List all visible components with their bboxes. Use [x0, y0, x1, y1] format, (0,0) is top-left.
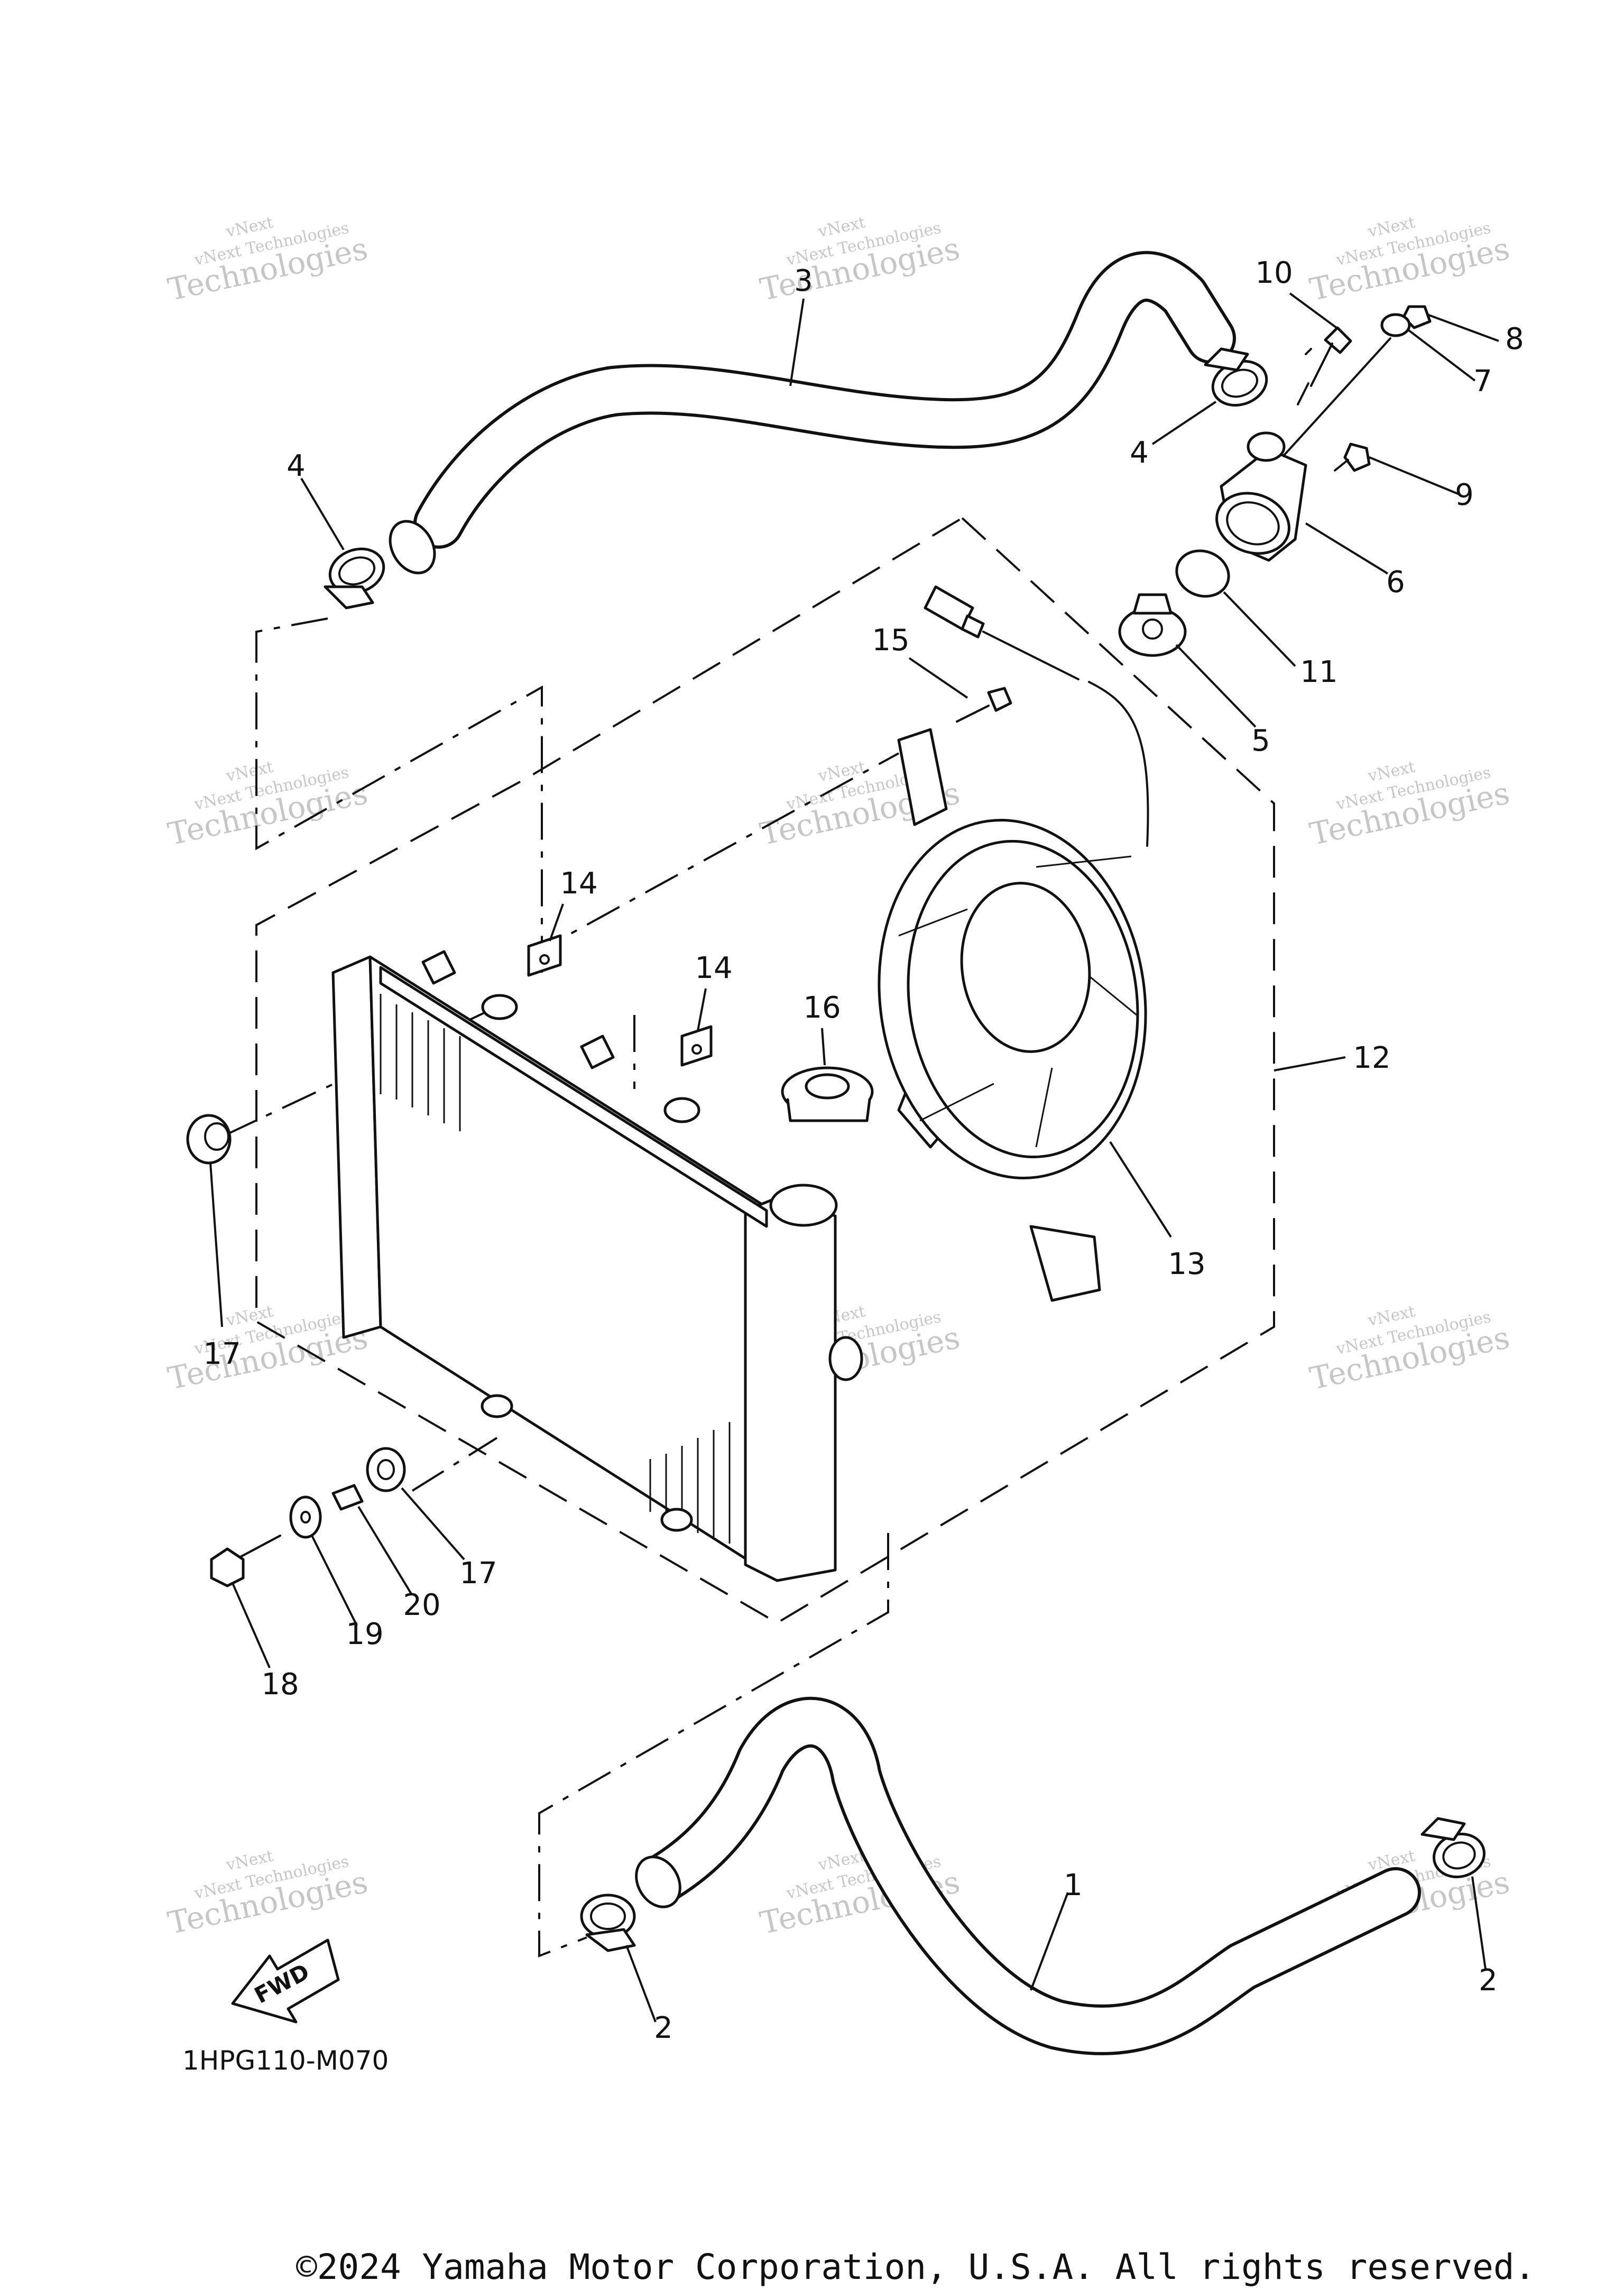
watermark: vNext vNext Technologies Technologies: [1307, 1302, 1513, 1397]
watermark: vNext vNext Technologies Technologies: [165, 1302, 371, 1397]
o-ring: [1175, 549, 1230, 598]
lower-radiator-hose: [635, 1696, 1421, 2055]
watermark: vNext vNext Technologies Technologies: [165, 758, 371, 852]
callout-15: 15: [872, 623, 909, 658]
callout-10: 10: [1255, 256, 1293, 290]
hose-clamp-upper-left: [324, 547, 385, 610]
bolt-15: [956, 687, 1012, 723]
cooling-fan-assembly: [878, 728, 1147, 1302]
radiator-cap: [781, 1066, 874, 1122]
hose-clamp-lower-right: [1420, 1817, 1486, 1879]
watermark: vNext vNext Technologies Technologies: [165, 213, 371, 308]
hose-clamp-lower-left: [580, 1894, 636, 1952]
callout-20: 20: [403, 1588, 440, 1622]
callout-14-right: 14: [695, 951, 732, 985]
callout-4-left: 4: [287, 449, 306, 483]
callout-18: 18: [261, 1667, 299, 1702]
watermark: vNext vNext Technologies Technologies: [1307, 758, 1513, 852]
radiator-assembly-outline: [255, 516, 1275, 1624]
lower-hose-reference-line: [538, 1533, 889, 1957]
upper-radiator-hose: [389, 251, 1236, 575]
thermostat: [1118, 593, 1187, 657]
callout-14-left: 14: [560, 866, 597, 901]
fan-motor-connector: [924, 585, 1149, 847]
callout-2-left: 2: [654, 2011, 673, 2045]
bolt-18: [210, 1535, 281, 1587]
callout-17-left: 17: [203, 1337, 241, 1371]
copyright-notice: ©2024 Yamaha Motor Corporation, U.S.A. A…: [296, 2247, 1536, 2287]
lower-mount-reference-line: [411, 1437, 498, 1492]
bolt-10: [1297, 326, 1352, 405]
washer-7: [1284, 313, 1411, 456]
collar-20: [331, 1484, 364, 1511]
callout-3: 3: [794, 264, 813, 298]
callout-2-right: 2: [1479, 1963, 1498, 1998]
radiator: [331, 950, 863, 1582]
fan-mount-reference-line: [528, 752, 899, 958]
watermark: vNext vNext Technologies Technologies: [165, 1846, 371, 1941]
callout-12: 12: [1353, 1041, 1390, 1075]
grommet-17-left: [186, 1114, 232, 1165]
part-callouts: 3 10 8 7 4 4 9 6 11 15 5 14 14 16 12 13 …: [203, 256, 1524, 2045]
callout-13: 13: [1168, 1247, 1205, 1281]
callout-16: 16: [803, 991, 841, 1025]
thermostat-housing: [1215, 431, 1307, 562]
nut-clip-14-right: [680, 1025, 713, 1067]
watermark: vNext vNext Technologies Technologies: [1307, 213, 1513, 308]
callout-1: 1: [1064, 1868, 1083, 1903]
leader-lines: [209, 292, 1499, 2023]
bolt-9: [1334, 442, 1371, 472]
hose-clamp-upper-right: [1204, 347, 1268, 407]
grommet-17-right: [366, 1447, 406, 1492]
watermark: vNext vNext Technologies Technologies: [757, 213, 963, 308]
nut-clip-14-left: [527, 934, 562, 977]
callout-17-right: 17: [459, 1556, 497, 1591]
callout-4-right: 4: [1130, 436, 1149, 470]
hose-upper-reference-line: [255, 617, 543, 973]
callout-19: 19: [346, 1617, 383, 1651]
washer-19: [289, 1495, 322, 1539]
callout-6: 6: [1386, 565, 1405, 599]
callout-7: 7: [1473, 364, 1492, 399]
diagram-code: 1HPG110-M070: [182, 2045, 389, 2076]
callout-8: 8: [1505, 322, 1524, 356]
callout-9: 9: [1455, 478, 1474, 512]
callout-5: 5: [1251, 724, 1270, 758]
forward-direction-arrow: FWD: [231, 1938, 340, 2024]
callout-11: 11: [1300, 655, 1337, 689]
